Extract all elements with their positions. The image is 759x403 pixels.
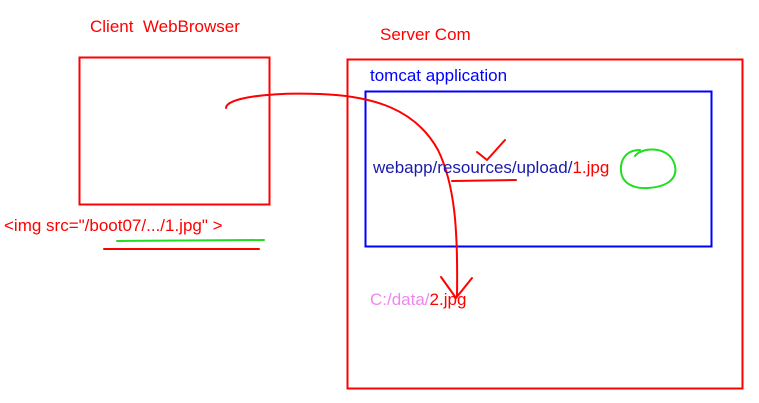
client-title: Client WebBrowser — [90, 17, 240, 36]
path-file: 1.jpg — [572, 158, 610, 177]
path-webapp: webapp/ — [373, 158, 438, 177]
data-path-dir: C:/data/ — [370, 290, 430, 309]
check-mark-icon — [476, 139, 506, 161]
data-path: C:/data/2.jpg — [370, 290, 466, 310]
img-tag-prefix: <img src="/ — [4, 216, 90, 235]
data-path-file: 2.jpg — [429, 290, 467, 309]
file-highlight-circle — [619, 148, 677, 190]
tomcat-box — [364, 90, 713, 248]
img-path-green-underline — [116, 239, 265, 242]
client-browser-box — [78, 56, 271, 206]
path-resources: resources — [437, 158, 512, 177]
tomcat-title: tomcat application — [370, 66, 508, 85]
img-tag-suffix: " > — [201, 216, 223, 235]
path-upload: /upload/ — [511, 158, 573, 177]
server-title: Server Com — [380, 25, 471, 44]
server-box — [346, 58, 744, 390]
img-tag-text: <img src="/boot07/.../1.jpg" > — [4, 216, 223, 236]
tomcat-resource-path: webapp/resources/upload/1.jpg — [373, 158, 609, 178]
img-tag-path: boot07/.../1.jpg — [89, 216, 202, 235]
resources-underline — [451, 179, 517, 182]
request-arrowhead — [440, 276, 473, 299]
request-arrow — [225, 92, 459, 297]
